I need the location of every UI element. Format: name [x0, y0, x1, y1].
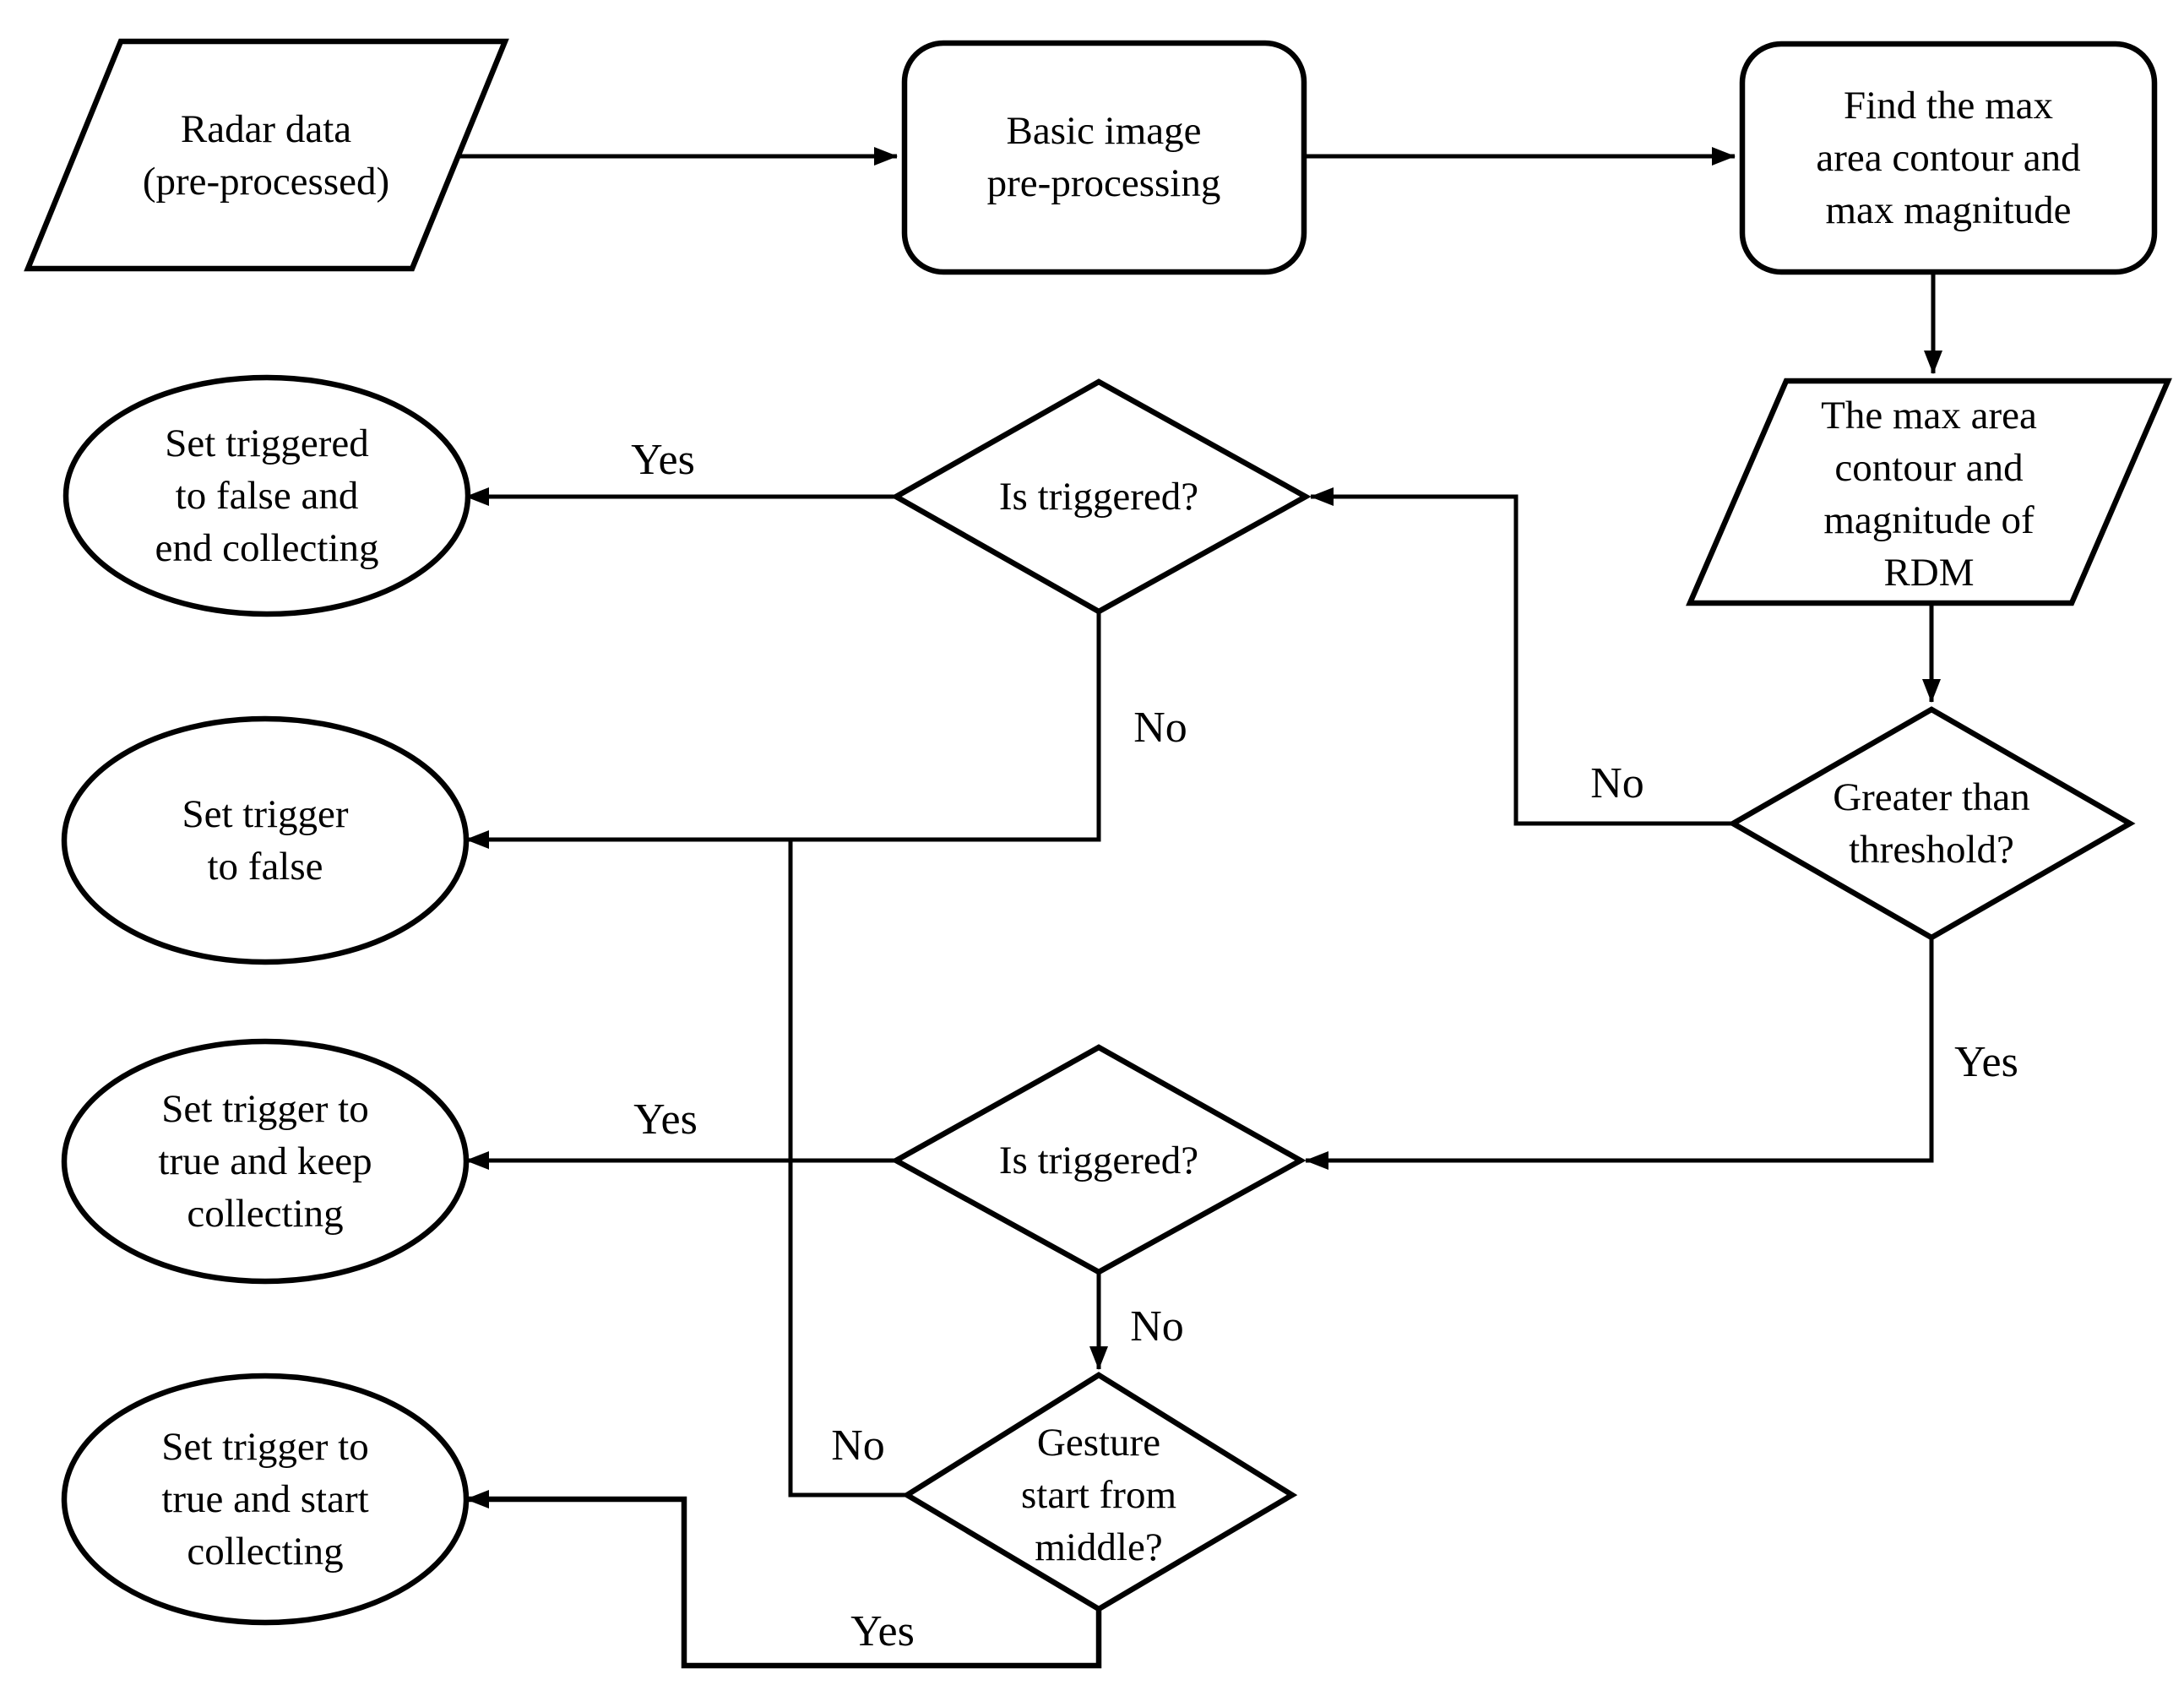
node-set-trigger-true-start-shape — [61, 1373, 470, 1626]
node-find-max-shape — [1739, 41, 2158, 275]
node-rdm-output-shape — [1686, 378, 2172, 606]
edge-gestureno-junction-line — [788, 841, 907, 1498]
nodes-layer — [24, 38, 2172, 1626]
edges-layer — [460, 147, 1942, 1669]
node-set-triggered-false-end-shape — [62, 374, 471, 617]
node-basic-preprocessing-shape — [901, 40, 1307, 275]
edge-istriggered1-no-to-triggerfalse — [465, 612, 1101, 849]
edge-gesture-yes-to-startcollecting — [465, 1490, 1102, 1669]
node-set-trigger-true-keep-shape — [61, 1038, 470, 1285]
node-is-triggered-2-shape — [890, 1044, 1307, 1275]
node-greater-than-threshold-shape — [1727, 706, 2136, 941]
node-radar-data-shape — [24, 38, 509, 272]
node-is-triggered-1-shape — [890, 378, 1312, 615]
edge-threshold-yes-to-istriggered2 — [1305, 938, 1934, 1170]
edge-threshold-no-to-istriggered1 — [1310, 487, 1733, 826]
node-gesture-start-middle-shape — [901, 1372, 1298, 1612]
node-set-trigger-false-shape — [61, 715, 470, 965]
